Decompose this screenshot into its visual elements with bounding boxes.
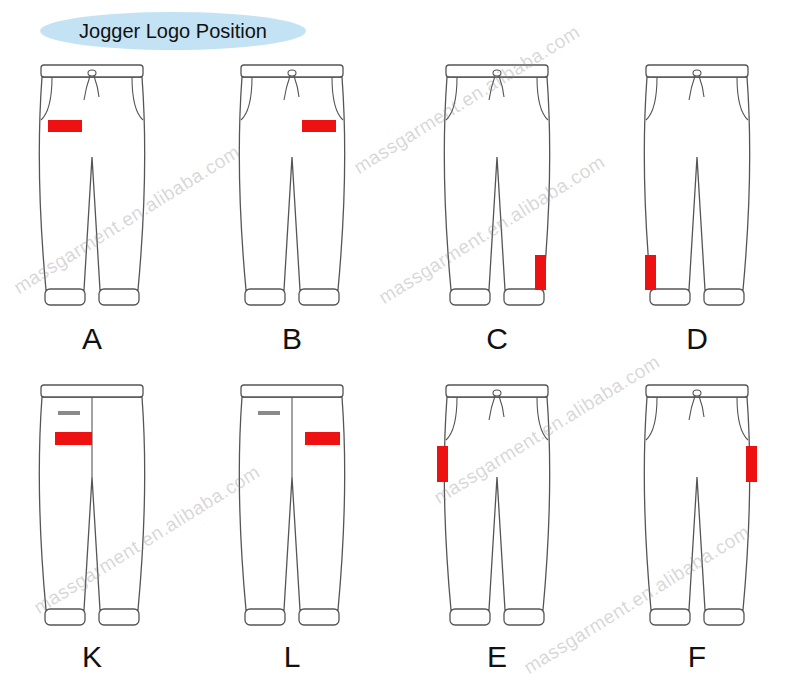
side-pocket bbox=[646, 77, 748, 120]
pants-outline bbox=[644, 77, 749, 290]
cuff bbox=[99, 289, 139, 305]
drawstring-knot bbox=[288, 70, 296, 76]
logo-position bbox=[645, 255, 656, 290]
cuff bbox=[504, 289, 544, 305]
logo-position bbox=[55, 432, 92, 445]
back-pocket-mark bbox=[258, 411, 280, 415]
drawstring bbox=[689, 396, 704, 420]
waistband bbox=[241, 65, 343, 77]
position-letter: B bbox=[282, 322, 302, 356]
cuff bbox=[650, 289, 690, 305]
cuff bbox=[504, 609, 544, 625]
drawstring-knot bbox=[693, 390, 701, 396]
logo-position bbox=[302, 120, 336, 132]
waistband bbox=[446, 385, 548, 397]
cuff bbox=[704, 289, 744, 305]
ellipse-fill bbox=[40, 12, 306, 50]
position-letter: E bbox=[487, 640, 507, 674]
position-letter: L bbox=[284, 640, 301, 674]
logo-position bbox=[535, 255, 546, 290]
logo-position bbox=[48, 120, 82, 132]
position-letter: D bbox=[686, 322, 708, 356]
cuff bbox=[45, 289, 85, 305]
title-text: Jogger Logo Position bbox=[79, 20, 267, 43]
cuff bbox=[299, 289, 339, 305]
cuff bbox=[245, 609, 285, 625]
waistband bbox=[41, 385, 143, 397]
side-pocket bbox=[241, 77, 343, 120]
cuff bbox=[99, 609, 139, 625]
jogger-drawing bbox=[239, 385, 344, 625]
jogger-drawing bbox=[239, 65, 344, 305]
cuff bbox=[650, 609, 690, 625]
waistband bbox=[646, 65, 748, 77]
position-letter: C bbox=[486, 322, 508, 356]
back-pocket-mark bbox=[58, 411, 80, 415]
logo-position bbox=[746, 446, 757, 482]
waistband bbox=[41, 65, 143, 77]
jogger-drawing bbox=[437, 385, 550, 625]
jogger-drawing bbox=[644, 65, 749, 305]
drawstring bbox=[689, 76, 704, 100]
cuff bbox=[450, 609, 490, 625]
side-pocket bbox=[41, 77, 143, 120]
title-badge: Jogger Logo Position bbox=[40, 12, 306, 50]
logo-position bbox=[305, 432, 340, 445]
position-letter: F bbox=[688, 640, 706, 674]
waistband bbox=[241, 385, 343, 397]
drawstring-knot bbox=[88, 70, 96, 76]
drawstring-knot bbox=[493, 390, 501, 396]
logo-position bbox=[437, 446, 448, 482]
side-pocket bbox=[646, 397, 748, 440]
position-letter: A bbox=[82, 322, 102, 356]
pants-outline bbox=[239, 397, 344, 610]
back-seam bbox=[291, 397, 292, 477]
drawstring bbox=[84, 76, 99, 100]
drawstring-knot bbox=[693, 70, 701, 76]
drawstring bbox=[489, 396, 504, 420]
pants-outline bbox=[239, 77, 344, 290]
cuff bbox=[704, 609, 744, 625]
cuff bbox=[450, 289, 490, 305]
cuff bbox=[245, 289, 285, 305]
waistband bbox=[646, 385, 748, 397]
drawstring bbox=[284, 76, 299, 100]
cuff bbox=[299, 609, 339, 625]
position-letter: K bbox=[82, 640, 102, 674]
